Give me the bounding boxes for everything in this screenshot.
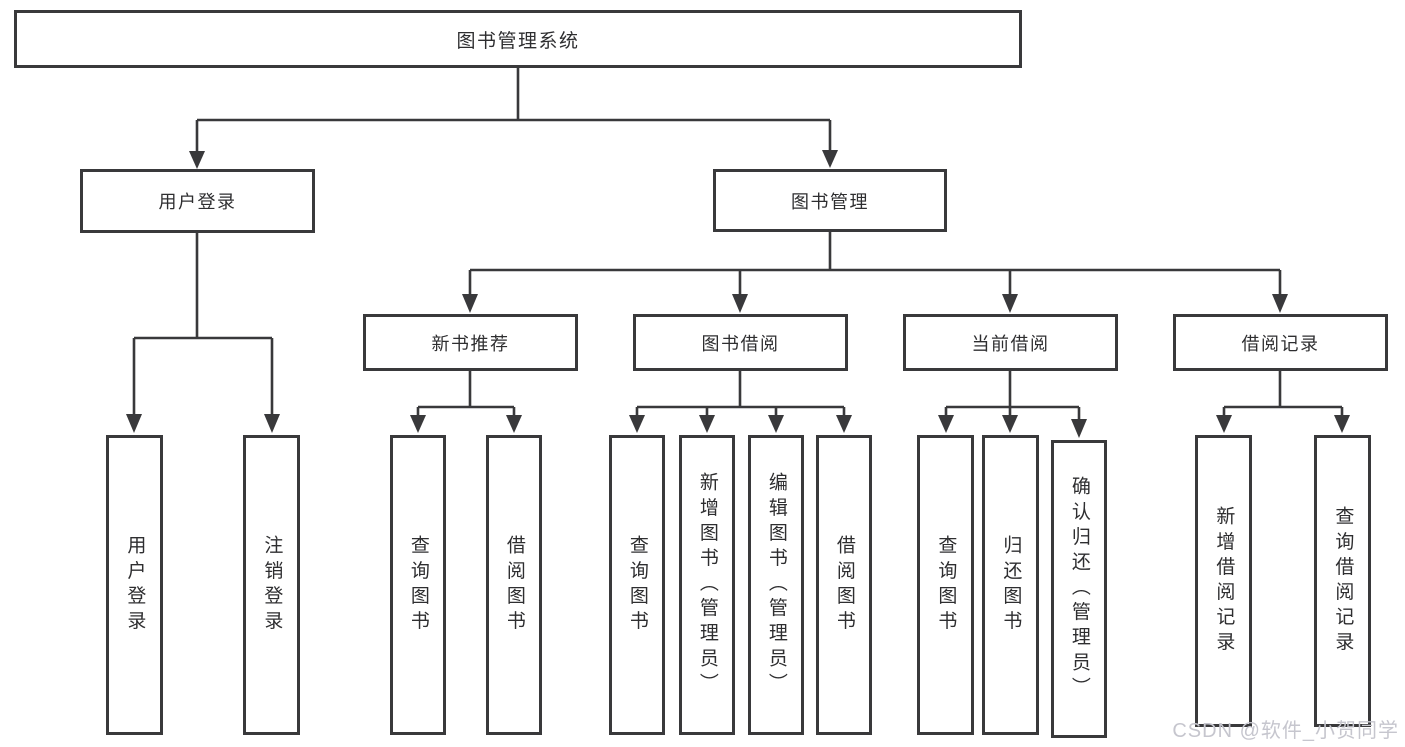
leaf-bb-add-books-admin-label: 新增图书（管理员） <box>696 472 718 698</box>
node-book-borrow: 图书借阅 <box>633 314 848 371</box>
leaf-br-query-record: 查询借阅记录 <box>1314 435 1371 727</box>
node-user-login-label: 用户登录 <box>158 192 237 212</box>
leaf-cb-query-books-label: 查询图书 <box>935 534 957 636</box>
leaf-bb-query-books-label: 查询图书 <box>626 534 648 636</box>
connector-book-mgmt-to-level3 <box>462 232 1288 313</box>
node-current-borrow-label: 当前借阅 <box>971 333 1050 354</box>
leaf-br-add-record: 新增借阅记录 <box>1195 435 1252 727</box>
connector-borrow-records-to-leaves <box>1216 371 1350 433</box>
leaf-cb-confirm-return-admin-label: 确认归还（管理员） <box>1068 476 1090 702</box>
node-root-system-label: 图书管理系统 <box>456 30 580 52</box>
node-root-system: 图书管理系统 <box>14 10 1022 68</box>
leaf-cb-query-books: 查询图书 <box>917 435 974 735</box>
connector-new-book-to-leaves <box>410 371 522 433</box>
csdn-watermark: CSDN @软件_小贺同学 <box>1172 720 1399 742</box>
leaf-user-login-label: 用户登录 <box>124 534 146 636</box>
node-book-mgmt-label: 图书管理 <box>791 191 869 212</box>
node-user-login: 用户登录 <box>80 169 315 233</box>
leaf-cb-confirm-return-admin: 确认归还（管理员） <box>1051 440 1107 738</box>
leaf-bb-borrow-books: 借阅图书 <box>816 435 872 735</box>
leaf-bb-edit-books-admin-label: 编辑图书（管理员） <box>765 472 787 698</box>
leaf-logout-label: 注销登录 <box>261 534 283 636</box>
leaf-cb-return-books: 归还图书 <box>982 435 1039 735</box>
connector-root-to-level2 <box>189 68 838 169</box>
node-new-book-rec-label: 新书推荐 <box>431 333 510 354</box>
node-borrow-records: 借阅记录 <box>1173 314 1388 371</box>
node-book-mgmt: 图书管理 <box>713 169 947 232</box>
leaf-br-add-record-label: 新增借阅记录 <box>1213 505 1235 657</box>
node-current-borrow: 当前借阅 <box>903 314 1118 371</box>
leaf-br-query-record-label: 查询借阅记录 <box>1332 505 1354 657</box>
connector-user-login-to-leaves <box>126 233 280 433</box>
leaf-bb-add-books-admin: 新增图书（管理员） <box>679 435 735 735</box>
connector-current-borrow-to-leaves <box>938 371 1087 438</box>
leaf-logout: 注销登录 <box>243 435 300 735</box>
connector-book-borrow-to-leaves <box>629 371 852 433</box>
node-borrow-records-label: 借阅记录 <box>1241 333 1320 354</box>
leaf-nbr-query-books-label: 查询图书 <box>407 534 429 636</box>
leaf-cb-return-books-label: 归还图书 <box>1000 534 1022 636</box>
leaf-nbr-borrow-books: 借阅图书 <box>486 435 542 735</box>
leaf-nbr-query-books: 查询图书 <box>390 435 446 735</box>
leaf-nbr-borrow-books-label: 借阅图书 <box>503 534 525 636</box>
node-book-borrow-label: 图书借阅 <box>701 333 780 354</box>
leaf-bb-query-books: 查询图书 <box>609 435 665 735</box>
leaf-bb-borrow-books-label: 借阅图书 <box>833 534 855 636</box>
leaf-bb-edit-books-admin: 编辑图书（管理员） <box>748 435 804 735</box>
node-new-book-rec: 新书推荐 <box>363 314 578 371</box>
leaf-user-login: 用户登录 <box>106 435 163 735</box>
